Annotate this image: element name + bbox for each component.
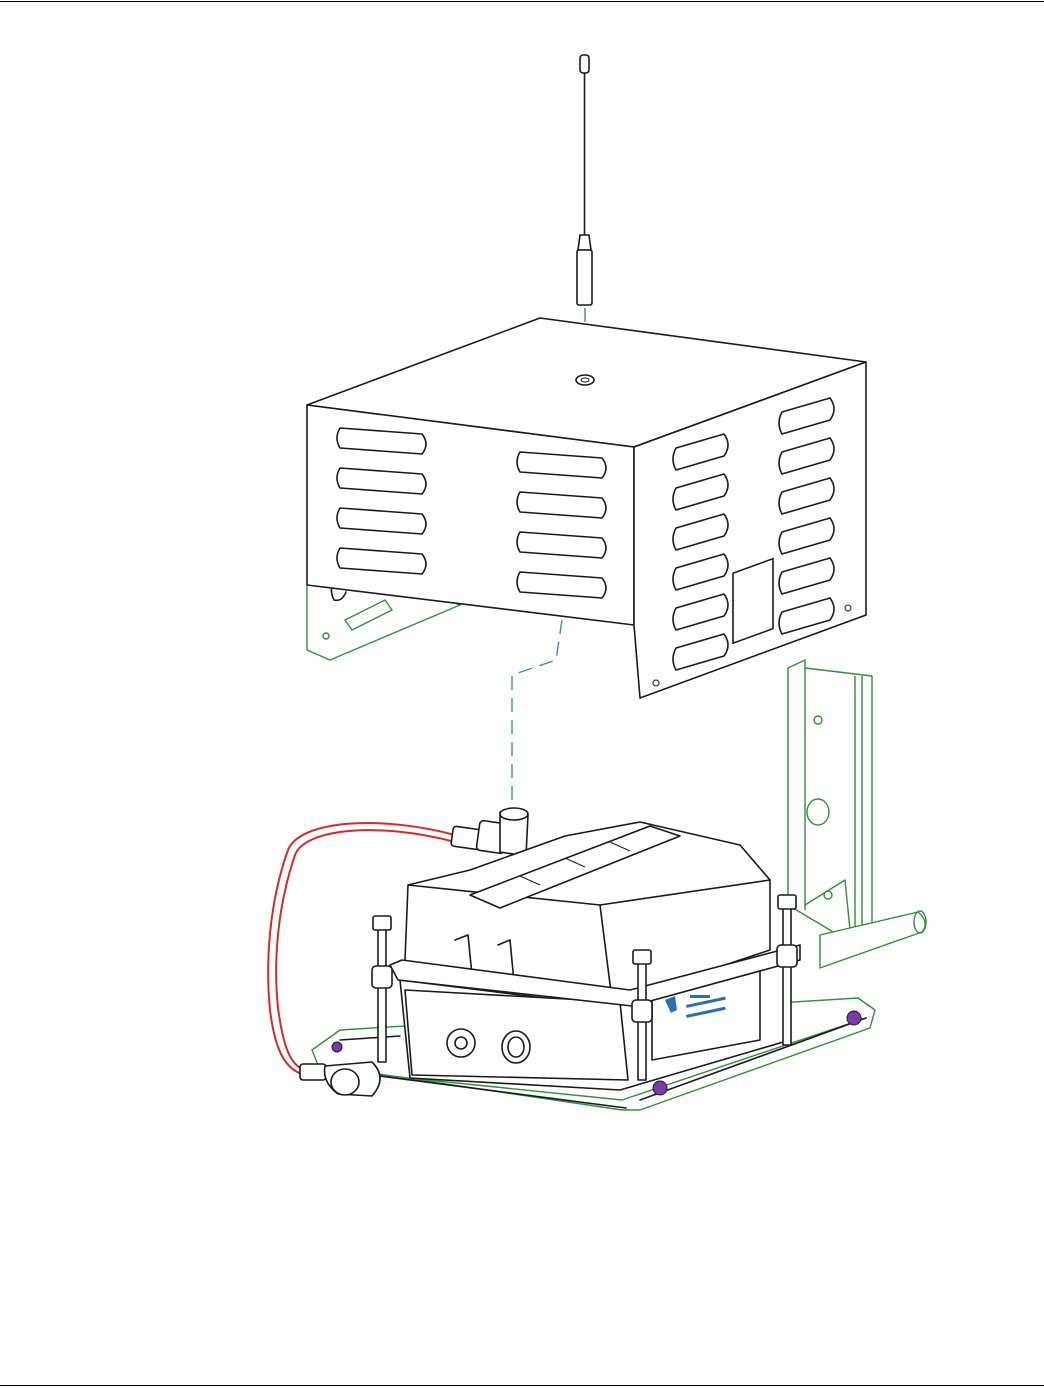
standoff-post: [783, 905, 791, 1045]
antenna: [577, 55, 592, 305]
cable-connector-bottom: [300, 1062, 380, 1096]
hex-nut: [633, 950, 651, 964]
bolt-rear-right: [847, 1011, 861, 1025]
bolt-front-right: [653, 1081, 667, 1095]
bolt-left: [332, 1042, 342, 1052]
port-right: [502, 1031, 530, 1063]
cable-guide-line: [512, 620, 562, 815]
hex-nut: [778, 895, 796, 909]
standoff-collar: [372, 966, 392, 988]
port-left: [447, 1029, 475, 1057]
standoff-collar: [777, 945, 797, 967]
cable-connector-top: [451, 808, 528, 856]
hex-nut: [373, 916, 391, 930]
mounting-bracket: [788, 660, 872, 945]
enclosure: [390, 822, 800, 1090]
standoff-post: [378, 926, 386, 1062]
standoff-collar: [632, 1000, 652, 1022]
